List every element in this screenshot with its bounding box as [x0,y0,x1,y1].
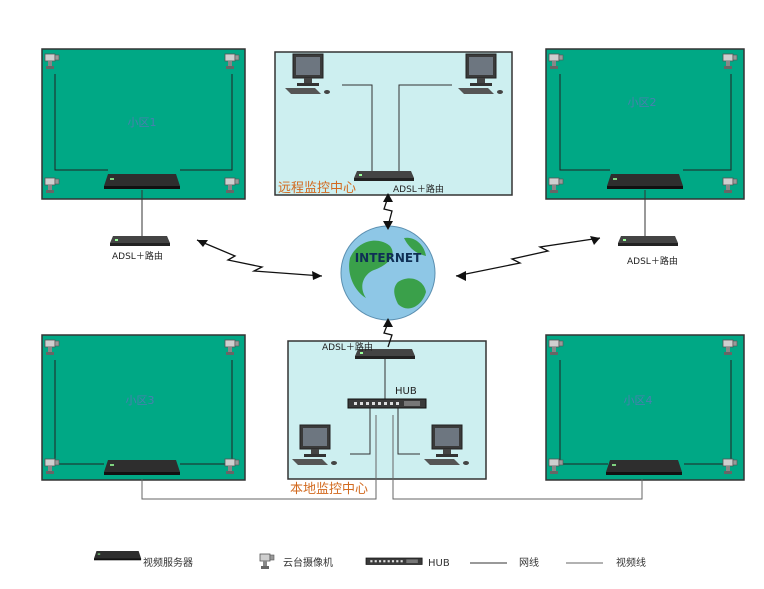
camera-icon [259,553,275,570]
zone-1: 小区1 [41,48,246,200]
legend-camera-label: 云台摄像机 [283,556,333,569]
zone-4-label: 小区4 [624,394,653,407]
local-router-label: ADSL＋路由 [322,341,373,353]
hub-icon [365,557,423,565]
left-router-node: ADSL＋路由 [110,190,170,262]
hub-label: HUB [395,386,417,397]
zone-1-label: 小区1 [128,116,157,129]
local-center-area [287,340,487,480]
legend-server-label: 视频服务器 [143,556,193,569]
left-router-label: ADSL＋路由 [112,250,163,262]
right-router-label: ADSL＋路由 [627,255,678,267]
legend-hub-label: HUB [428,558,450,569]
zone-2: 小区2 [545,48,745,200]
video-server-icon [606,460,682,475]
remote-center-label: 远程监控中心 [278,181,356,196]
video-server-icon [104,174,180,189]
router-icon [110,236,170,246]
router-icon [354,171,414,181]
right-router-node: ADSL＋路由 [618,190,678,267]
zone-4-area [545,334,745,481]
video-cables [141,415,643,500]
internet-node: INTERNET [340,225,436,321]
video-server-icon [94,551,142,561]
zone-2-label: 小区2 [628,96,657,109]
zone-3-label: 小区3 [126,394,155,407]
legend-video-line-label: 视频线 [616,556,646,569]
legend: 视频服务器 云台摄像机 HUB 网线 视频线 [94,551,646,570]
local-center-label: 本地监控中心 [290,482,368,497]
zone-3-area [41,334,246,481]
remote-router-label: ADSL＋路由 [393,183,444,195]
legend-network-line-label: 网线 [519,556,539,569]
local-monitoring-center: ADSL＋路由 HUB 本地监控中心 [287,340,487,497]
zone-3: 小区3 [41,334,246,481]
router-icon [618,236,678,246]
zone-4: 小区4 [545,334,745,481]
remote-monitoring-center: 远程监控中心 ADSL＋路由 [274,51,513,196]
video-server-icon [607,174,683,189]
hub-icon [347,398,427,409]
video-server-icon [104,460,180,475]
wireless-links [196,237,601,277]
internet-label: INTERNET [355,251,422,265]
